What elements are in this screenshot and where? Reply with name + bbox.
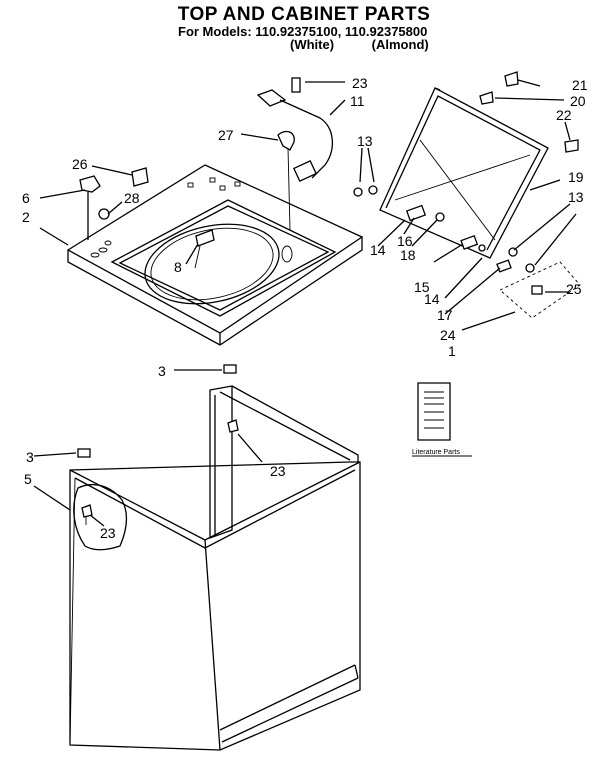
- cabinet-patch: [73, 484, 128, 551]
- callout-20: 20: [570, 93, 586, 109]
- callout-3-lower: 3: [26, 449, 34, 465]
- callout-2: 2: [22, 209, 30, 225]
- callout-18: 18: [400, 247, 416, 263]
- small-parts-left: [79, 167, 215, 269]
- callout-14-left: 14: [370, 242, 386, 258]
- callout-6: 6: [22, 190, 30, 206]
- color-white: (White): [290, 37, 335, 52]
- callout-numbers: 2 6 26 28 8 23 11 27 13 14 16 18 15 14 1…: [22, 75, 588, 541]
- color-almond: (Almond): [371, 37, 429, 52]
- callout-17: 17: [437, 307, 453, 323]
- literature-booklet: [417, 382, 451, 441]
- literature-label: Literature Parts: [412, 449, 460, 456]
- callout-26: 26: [72, 156, 88, 172]
- callout-16: 16: [397, 233, 413, 249]
- callout-28: 28: [124, 190, 140, 206]
- lid-switch-harness: [256, 77, 333, 263]
- cabinet: [69, 461, 361, 751]
- clips-and-screws: [77, 364, 239, 525]
- callout-15: 15: [414, 279, 430, 295]
- callout-24: 24: [440, 327, 456, 343]
- callout-13-left: 13: [357, 133, 373, 149]
- callout-14-right: 14: [424, 291, 440, 307]
- callout-27: 27: [218, 127, 234, 143]
- callout-11: 11: [350, 93, 365, 109]
- color-variants: (White) (Almond): [290, 37, 429, 52]
- callout-23-middle: 23: [270, 463, 286, 479]
- leader-lines: [33, 79, 577, 527]
- callout-13-right: 13: [568, 189, 584, 205]
- model-numbers: For Models: 110.92375100, 110.92375800: [178, 24, 428, 39]
- callout-8: 8: [174, 259, 182, 275]
- callout-23-lower: 23: [100, 525, 116, 541]
- callout-25: 25: [566, 281, 582, 297]
- callout-3-upper: 3: [158, 363, 166, 379]
- callout-19: 19: [568, 169, 584, 185]
- page-title: TOP AND CABINET PARTS: [177, 4, 431, 25]
- callout-23-top: 23: [352, 75, 368, 91]
- callout-21: 21: [572, 77, 588, 93]
- hinge-hardware: [353, 185, 581, 319]
- cabinet-rear-frame: [209, 385, 359, 539]
- callout-22: 22: [556, 107, 572, 123]
- callout-5: 5: [24, 471, 32, 487]
- washer-top: [66, 164, 364, 346]
- callout-1: 1: [448, 343, 456, 359]
- lid-fasteners: [479, 71, 579, 153]
